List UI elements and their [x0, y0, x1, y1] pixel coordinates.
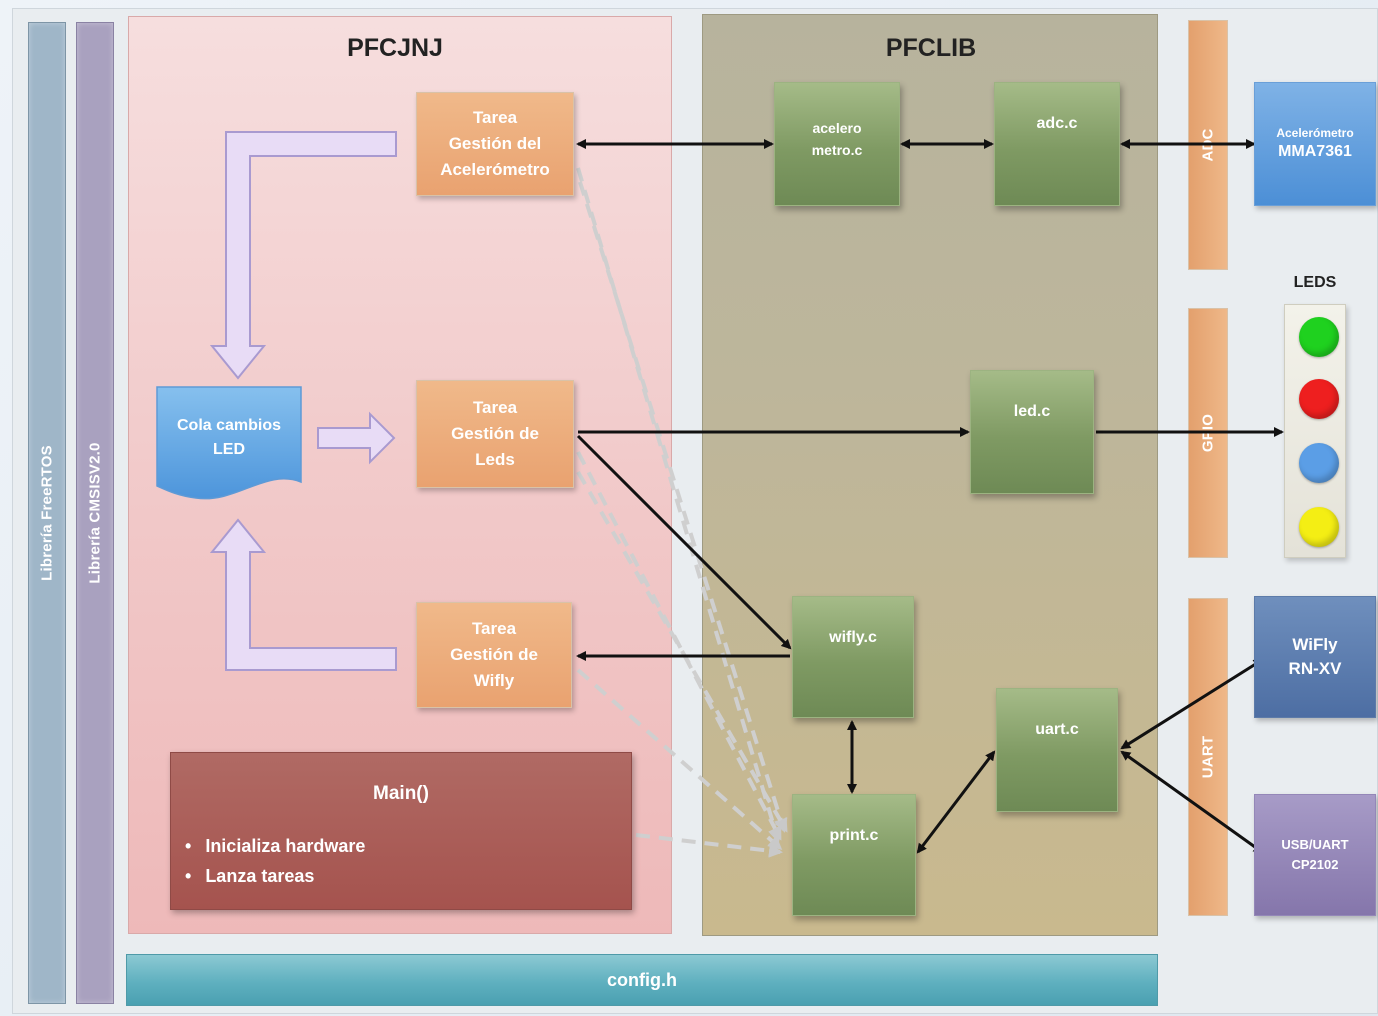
task-accelerometer: Tarea Gestión del Acelerómetro — [416, 92, 574, 196]
link-uart-wifly-device — [1120, 658, 1264, 750]
queue-label: Cola cambios LED — [176, 417, 282, 458]
pfclib-title: PFCLIB — [885, 34, 977, 62]
device-accel-title: Acelerómetro — [1276, 126, 1354, 140]
freertos-layer: Librería FreeRTOS — [28, 22, 66, 1004]
led-blue — [1299, 443, 1339, 483]
link-print-uart — [916, 750, 996, 854]
pfcjnj-title: PFCJNJ — [347, 34, 443, 62]
queue-flow-arrows — [209, 131, 397, 671]
print-dependency-lines — [576, 167, 788, 858]
device-usb-uart: USB/UART CP2102 — [1254, 794, 1376, 916]
led-green — [1299, 317, 1339, 357]
main-title: Main() — [373, 783, 429, 804]
cmsis-layer: Librería CMSISV2.0 — [76, 22, 114, 1004]
link-task-leds-wifly — [576, 434, 792, 650]
module-uart: uart.c — [996, 688, 1118, 812]
main-steps: Inicializa hardware Lanza tareas — [185, 831, 365, 891]
document-shape — [156, 386, 302, 500]
led-yellow — [1299, 507, 1339, 547]
module-acelerometro: acelero metro.c — [774, 82, 900, 206]
arrow-accel-to-queue — [209, 131, 397, 380]
main-function-box: Main() Inicializa hardware Lanza tareas — [170, 752, 632, 910]
leds-panel — [1284, 304, 1346, 558]
arrow-queue-to-leds — [317, 411, 396, 465]
led-change-queue: Cola cambios LED — [156, 386, 302, 510]
module-adc: adc.c — [994, 82, 1120, 206]
module-wifly: wifly.c — [792, 596, 914, 718]
link-uart-usb-device — [1120, 750, 1264, 854]
device-accelerometer: Acelerómetro MMA7361 — [1254, 82, 1376, 206]
task-leds: Tarea Gestión de Leds — [416, 380, 574, 488]
led-red — [1299, 379, 1339, 419]
arrow-wifly-to-queue — [209, 518, 397, 671]
task-wifly: Tarea Gestión de Wifly — [416, 602, 572, 708]
device-wifly: WiFly RN-XV — [1254, 596, 1376, 718]
config-bar: config.h — [126, 954, 1158, 1006]
main-step: Lanza tareas — [185, 861, 365, 891]
data-connectors — [576, 139, 1284, 854]
leds-title: LEDS — [1293, 274, 1337, 291]
module-print: print.c — [792, 794, 916, 916]
module-led: led.c — [970, 370, 1094, 494]
device-accel-model: MMA7361 — [1278, 143, 1352, 160]
main-step: Inicializa hardware — [185, 831, 365, 861]
